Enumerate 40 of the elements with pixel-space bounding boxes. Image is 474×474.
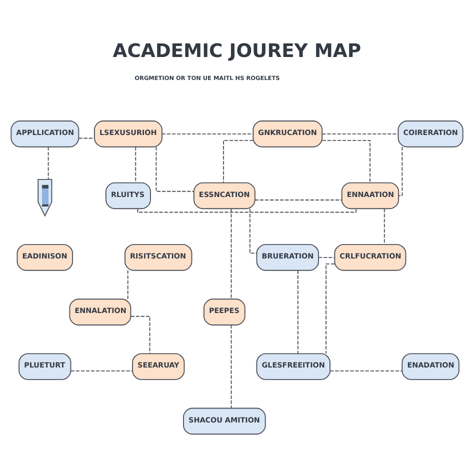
node-box: SEEARUAY: [132, 353, 185, 380]
connector: [156, 146, 194, 192]
connector: [48, 146, 49, 180]
connector: [223, 140, 254, 184]
node-box: APPLLICATION: [10, 120, 80, 148]
connector: [78, 138, 95, 139]
node-box: GLESFREEITION: [256, 353, 330, 380]
connector: [130, 316, 150, 354]
node-box: ENADATION: [402, 353, 460, 380]
connector: [398, 146, 403, 196]
node-box: SHACOU AMITION: [183, 408, 266, 435]
node-box: CRLFUCRATION: [334, 244, 406, 271]
connector: [230, 208, 232, 300]
connector: [318, 257, 336, 258]
node-box: RLUITYS: [105, 182, 151, 210]
node-box: LSEXUSURIOH: [94, 120, 162, 148]
connector: [297, 270, 298, 354]
connector: [162, 133, 254, 134]
connector: [127, 270, 128, 300]
node-box: RISITSCATION: [124, 244, 192, 271]
connector: [230, 324, 232, 409]
connector: [326, 263, 336, 354]
node-box: COIRERATION: [398, 120, 464, 148]
connector: [135, 146, 136, 184]
connector: [70, 370, 133, 372]
connector: [322, 133, 399, 134]
node-box: PEEPES: [204, 298, 246, 326]
node-box: ENNALATION: [69, 298, 132, 326]
node-box: EADINISON: [16, 244, 74, 271]
connector: [137, 208, 356, 213]
node-box: GNKRUCATION: [252, 120, 323, 148]
node-box: BRUERATION: [256, 244, 319, 271]
connector: [384, 208, 385, 245]
node-box: PLUETURT: [18, 353, 72, 380]
node-picture: [38, 178, 52, 217]
connector: [322, 140, 370, 184]
connector: [330, 370, 403, 372]
node-box: ENNAATION: [341, 182, 400, 210]
diagram-title: ACADEMIC JOUREY MAP: [112, 40, 361, 62]
node-box: ESSNCATION: [193, 182, 256, 210]
